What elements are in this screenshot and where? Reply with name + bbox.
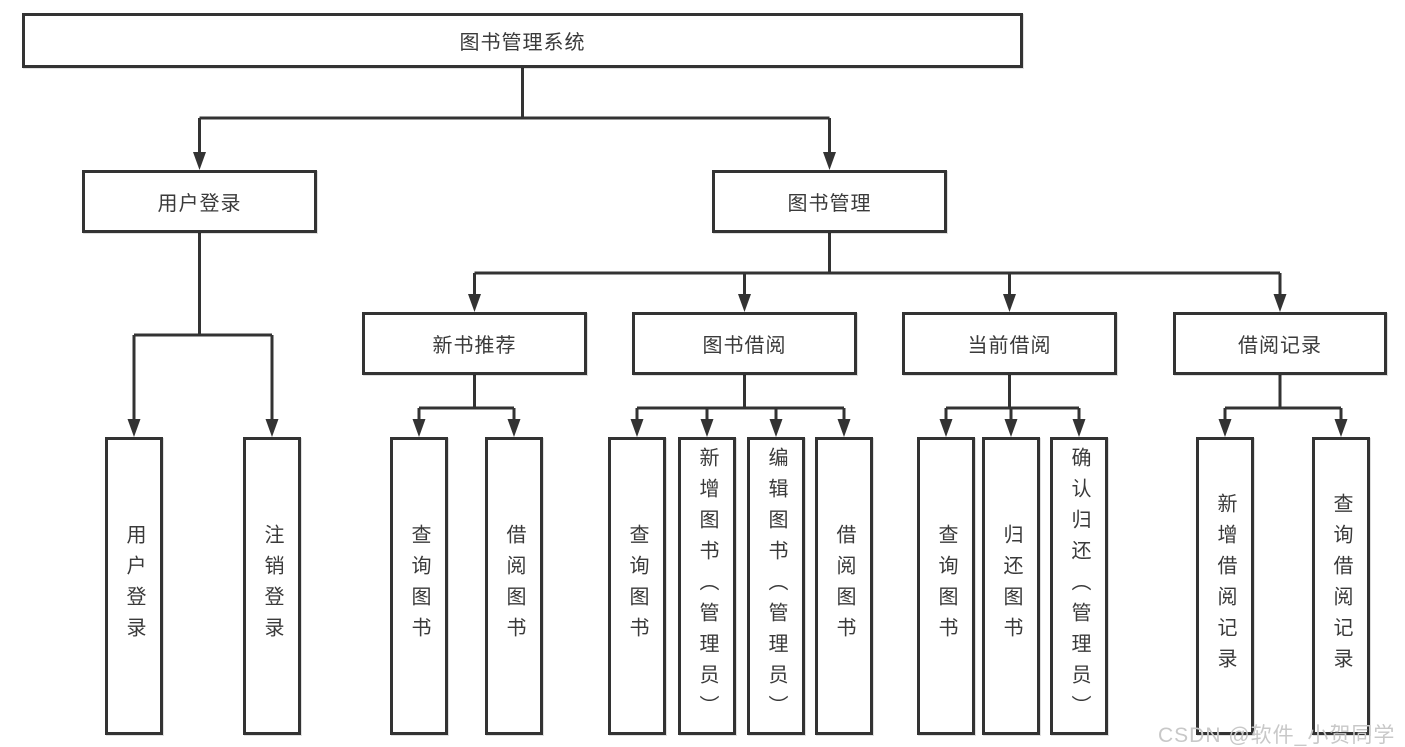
node-label: 图书管理 [787, 193, 872, 215]
leaf-label: 新增图书（管理员） [696, 446, 718, 726]
arrowheads [127, 152, 1348, 437]
leaf-add-borrow-record: 新增借阅记录 [1196, 437, 1254, 735]
leaf-borrow-books-recommend: 借阅图书 [485, 437, 543, 735]
leaf-label: 查询图书 [626, 524, 648, 648]
leaf-label: 新增借阅记录 [1214, 493, 1236, 679]
leaf-query-books-recommend: 查询图书 [390, 437, 448, 735]
leaf-label: 用户登录 [123, 524, 145, 648]
leaf-label: 借阅图书 [503, 524, 525, 648]
leaf-label: 借阅图书 [833, 524, 855, 648]
leaf-logout: 注销登录 [243, 437, 301, 735]
csdn-watermark: CSDN @软件_小贺同学 [1158, 724, 1396, 747]
node-label: 新书推荐 [432, 335, 517, 357]
leaf-label: 归还图书 [1000, 524, 1022, 648]
leaf-label: 编辑图书（管理员） [765, 446, 787, 726]
node-label: 借阅记录 [1238, 335, 1322, 357]
leaf-label: 查询图书 [408, 524, 430, 648]
node-library-management-system: 图书管理系统 [22, 13, 1023, 68]
leaf-user-login: 用户登录 [105, 437, 163, 735]
node-label: 用户登录 [157, 193, 242, 215]
node-label: 图书借阅 [702, 335, 787, 357]
leaf-query-borrow-record: 查询借阅记录 [1312, 437, 1370, 735]
leaf-label: 注销登录 [261, 524, 283, 648]
node-label: 当前借阅 [967, 335, 1052, 357]
node-current-borrowing: 当前借阅 [902, 312, 1117, 375]
node-new-book-recommend: 新书推荐 [362, 312, 587, 375]
leaf-query-books-borrowing: 查询图书 [608, 437, 666, 735]
node-book-management: 图书管理 [712, 170, 947, 233]
node-borrow-records: 借阅记录 [1173, 312, 1387, 375]
leaf-return-books: 归还图书 [982, 437, 1040, 735]
node-user-login: 用户登录 [82, 170, 317, 233]
leaf-label: 查询图书 [935, 524, 957, 648]
leaf-borrow-books-borrowing: 借阅图书 [815, 437, 873, 735]
node-book-borrowing: 图书借阅 [632, 312, 857, 375]
node-label: 图书管理系统 [459, 32, 586, 54]
leaf-query-books-current: 查询图书 [917, 437, 975, 735]
leaf-label: 查询借阅记录 [1330, 493, 1352, 679]
leaf-confirm-return-admin: 确认归还（管理员） [1050, 437, 1108, 735]
leaf-edit-books-admin: 编辑图书（管理员） [747, 437, 805, 735]
leaf-add-books-admin: 新增图书（管理员） [678, 437, 736, 735]
leaf-label: 确认归还（管理员） [1068, 446, 1090, 726]
